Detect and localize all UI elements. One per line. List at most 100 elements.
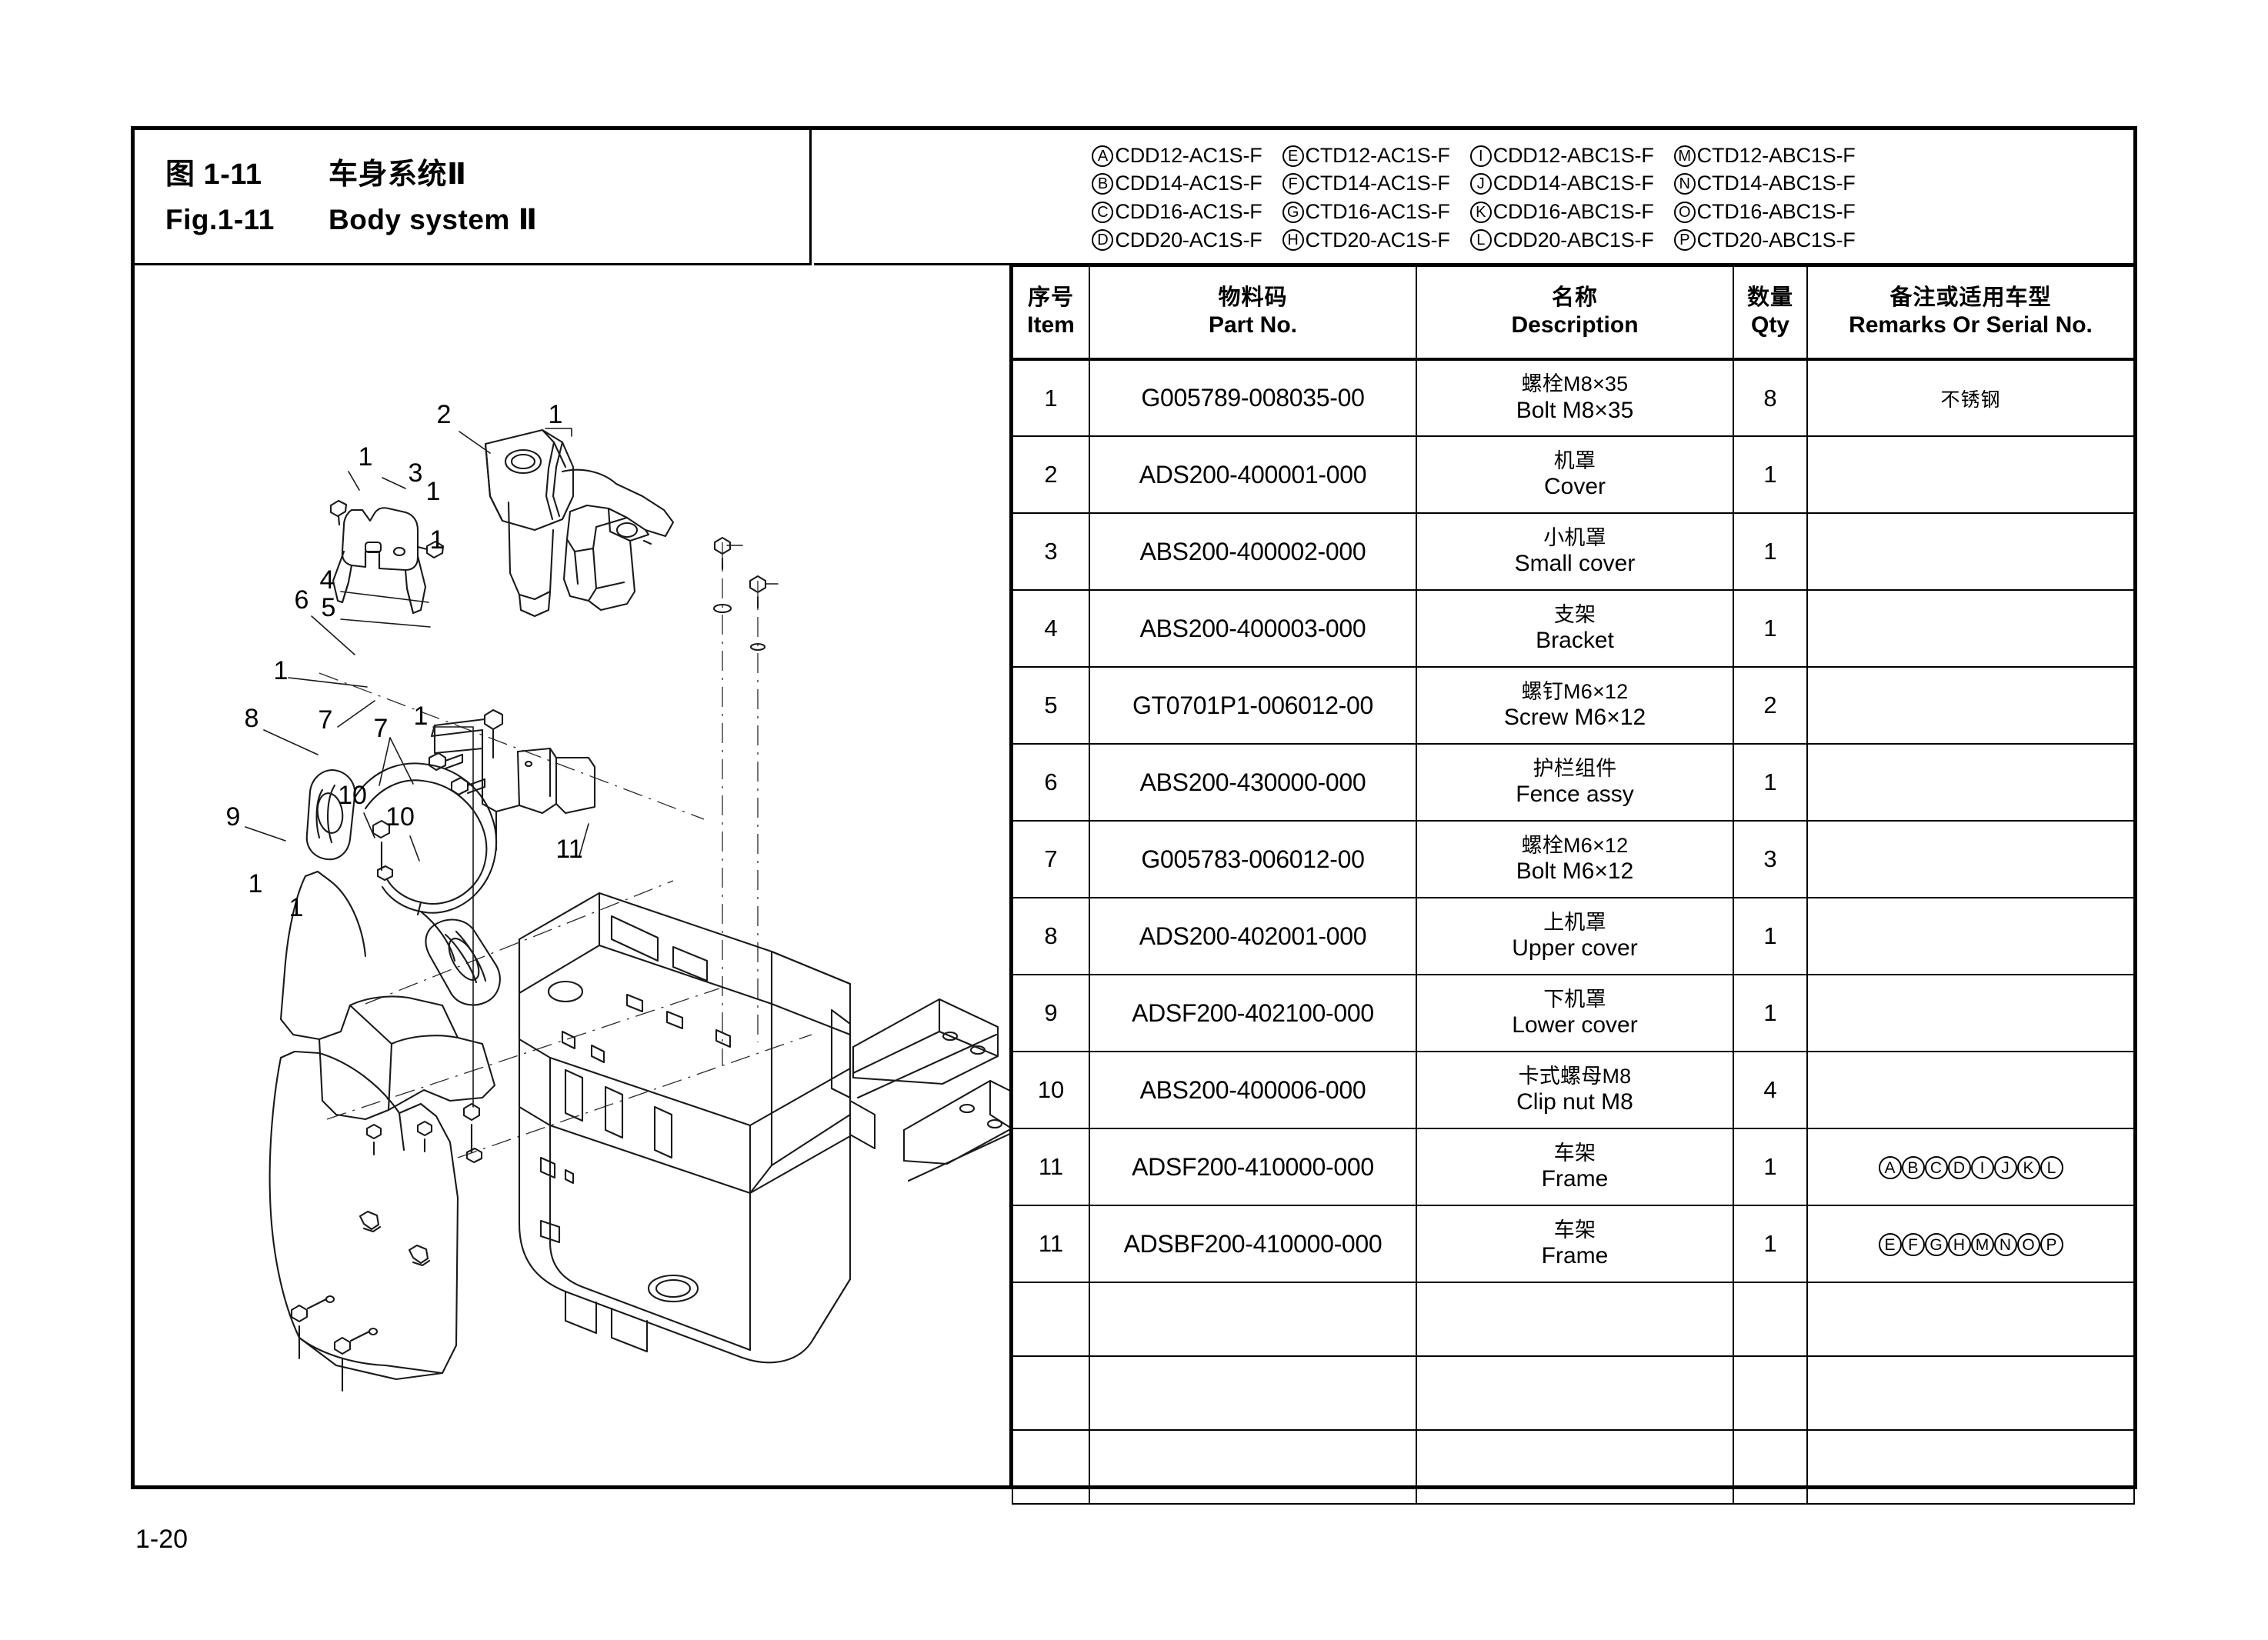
cell-part-no: ADSF200-410000-000 — [1089, 1128, 1417, 1206]
cell-remarks — [1806, 1051, 2135, 1129]
cell-remarks: 不锈钢 — [1806, 358, 2135, 437]
diagram-callout-number: 1 — [359, 442, 373, 472]
circled-letter-icon: C — [1924, 1156, 1948, 1180]
description-cn: 下机罩 — [1543, 987, 1606, 1011]
circled-letter-icon: H — [1947, 1233, 1971, 1257]
cell-item: 8 — [1012, 897, 1090, 975]
model-code-text: CDD16-ABC1S-F — [1493, 200, 1654, 223]
circled-letter-icon: D — [1092, 229, 1114, 252]
circled-letter-icon: L — [2040, 1156, 2063, 1180]
model-code-text: CTD20-AC1S-F — [1305, 228, 1450, 252]
circled-letter-icon: G — [1924, 1233, 1948, 1257]
cell-qty: 1 — [1733, 1205, 1808, 1283]
cell-qty: 1 — [1733, 589, 1808, 668]
circled-letter-icon: F — [1282, 173, 1304, 195]
circled-letter-icon: O — [1673, 201, 1696, 223]
col-header-item-cn: 序号 — [1027, 285, 1074, 311]
cell-part-no: ABS200-400002-000 — [1089, 512, 1417, 591]
cell-description — [1416, 1429, 1734, 1505]
table-row-empty — [1012, 1355, 2135, 1431]
diagram-callout-number: 11 — [555, 835, 582, 864]
cell-remarks — [1806, 666, 2135, 745]
description-en: Small cover — [1514, 551, 1636, 577]
cell-item: 5 — [1012, 666, 1090, 745]
circled-letter-icon: E — [1878, 1233, 1902, 1257]
figure-name-cn: 车身系统Ⅱ — [329, 158, 467, 191]
description-en: Bolt M6×12 — [1516, 858, 1634, 885]
model-code-text: CTD16-AC1S-F — [1305, 200, 1450, 223]
circled-letter-icon: A — [1878, 1156, 1902, 1180]
description-cn: 支架 — [1553, 602, 1596, 626]
description-cn: 车架 — [1553, 1141, 1596, 1165]
cell-item: 10 — [1012, 1051, 1090, 1129]
col-header-qty-cn: 数量 — [1746, 285, 1793, 311]
diagram-callout-number: 3 — [409, 458, 423, 488]
cell-remarks — [1806, 974, 2135, 1052]
cell-remarks — [1806, 743, 2135, 822]
circled-letter-icon: M — [1970, 1233, 1994, 1257]
cell-item — [1012, 1355, 1090, 1431]
circled-letter-icon: J — [1469, 173, 1492, 195]
model-code-text: CDD14-AC1S-F — [1115, 172, 1262, 195]
cell-description — [1416, 1355, 1734, 1431]
cell-qty: 8 — [1733, 358, 1808, 437]
diagram-callout-number: 10 — [385, 802, 415, 832]
col-header-description-cn: 名称 — [1551, 285, 1598, 311]
model-code-text: CDD12-AC1S-F — [1115, 143, 1262, 167]
cell-remarks — [1806, 1282, 2135, 1357]
diagram-callout-number: 1 — [430, 525, 445, 555]
circled-letter-icon: C — [1092, 201, 1114, 223]
model-code-text: CTD12-ABC1S-F — [1696, 143, 1856, 167]
cell-description — [1416, 1282, 1734, 1357]
remark-text: 不锈钢 — [1940, 388, 2001, 411]
cell-remarks — [1806, 820, 2135, 898]
cell-item: 1 — [1012, 358, 1090, 437]
cell-part-no: ADSBF200-410000-000 — [1089, 1205, 1417, 1283]
col-header-part-no-en: Part No. — [1208, 312, 1298, 338]
page-number: 1-20 — [135, 1525, 188, 1554]
title-line-chinese: 图 1-11 车身系统Ⅱ — [165, 150, 809, 192]
model-code-text: CDD16-AC1S-F — [1115, 200, 1262, 223]
col-header-remarks: 备注或适用车型 Remarks Or Serial No. — [1806, 265, 2135, 361]
circled-letter-icon: K — [2016, 1156, 2040, 1180]
col-header-description: 名称 Description — [1416, 265, 1734, 361]
cell-qty: 4 — [1733, 1051, 1808, 1129]
diagram-callout-number: 7 — [319, 705, 333, 735]
circled-letter-icon: D — [1947, 1156, 1971, 1180]
col-header-remarks-en: Remarks Or Serial No. — [1849, 312, 2093, 338]
circled-letter-icon: F — [1901, 1233, 1925, 1257]
circled-letter-icon: B — [1901, 1156, 1925, 1180]
cell-item: 11 — [1012, 1128, 1090, 1206]
circled-letter-icon: N — [1673, 173, 1696, 195]
cell-qty: 1 — [1733, 435, 1808, 514]
col-header-description-en: Description — [1511, 312, 1639, 338]
cell-part-no — [1089, 1282, 1417, 1357]
model-code-text: CTD14-ABC1S-F — [1696, 172, 1856, 195]
cell-part-no: ABS200-430000-000 — [1089, 743, 1417, 822]
description-en: Cover — [1543, 474, 1606, 500]
description-cn: 护栏组件 — [1533, 756, 1617, 780]
